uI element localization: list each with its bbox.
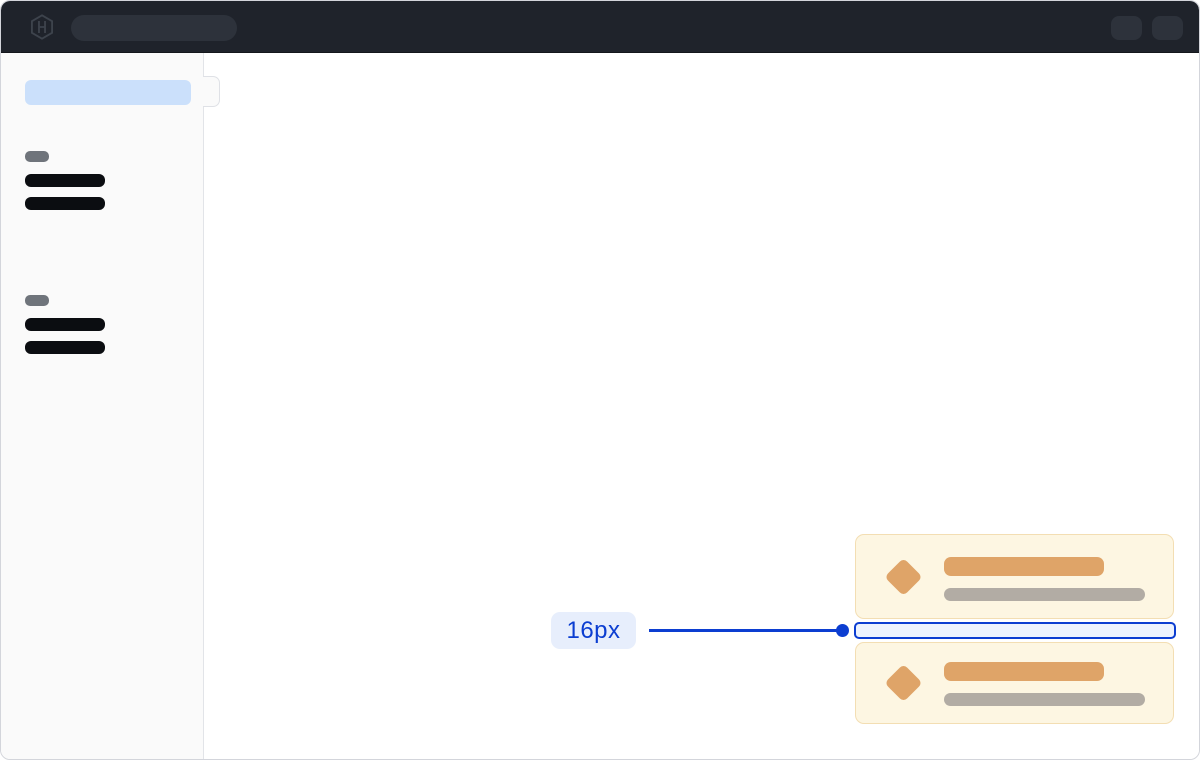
sidebar-nav-group xyxy=(25,151,105,210)
sidebar-nav-groups xyxy=(25,151,105,439)
sidebar-item-skeleton[interactable] xyxy=(25,318,105,331)
topbar-action-skeleton[interactable] xyxy=(1111,16,1142,40)
sidebar-group-label-skeleton xyxy=(25,295,49,306)
diamond-icon xyxy=(884,557,923,596)
sidebar-item-skeleton[interactable] xyxy=(25,174,105,187)
sidebar-item-skeleton[interactable] xyxy=(25,341,105,354)
sidebar-active-item-skeleton[interactable] xyxy=(25,80,191,105)
card-title-skeleton xyxy=(944,662,1104,681)
sidebar-item-skeleton[interactable] xyxy=(25,197,105,210)
topbar-actions xyxy=(1111,16,1183,40)
top-nav-bar xyxy=(1,1,1199,53)
measure-connector-dot xyxy=(836,624,849,637)
skeleton-card[interactable] xyxy=(855,642,1174,724)
spacing-measure-label: 16px xyxy=(551,612,636,649)
card-subtitle-skeleton xyxy=(944,693,1145,706)
spacing-gap-highlight xyxy=(854,622,1176,639)
diamond-icon xyxy=(884,663,923,703)
measure-connector-line xyxy=(649,629,842,632)
card-title-skeleton xyxy=(944,557,1104,576)
search-input-skeleton[interactable] xyxy=(71,15,237,41)
skeleton-card[interactable] xyxy=(855,534,1174,619)
sidebar xyxy=(1,53,220,759)
sidebar-toggle-handle[interactable] xyxy=(203,76,220,107)
hashicorp-logo-icon[interactable] xyxy=(29,14,55,40)
sidebar-nav-group xyxy=(25,295,105,354)
main-content: 16px xyxy=(204,53,1199,759)
card-subtitle-skeleton xyxy=(944,588,1145,601)
sidebar-group-label-skeleton xyxy=(25,151,49,162)
topbar-action-skeleton[interactable] xyxy=(1152,16,1183,40)
